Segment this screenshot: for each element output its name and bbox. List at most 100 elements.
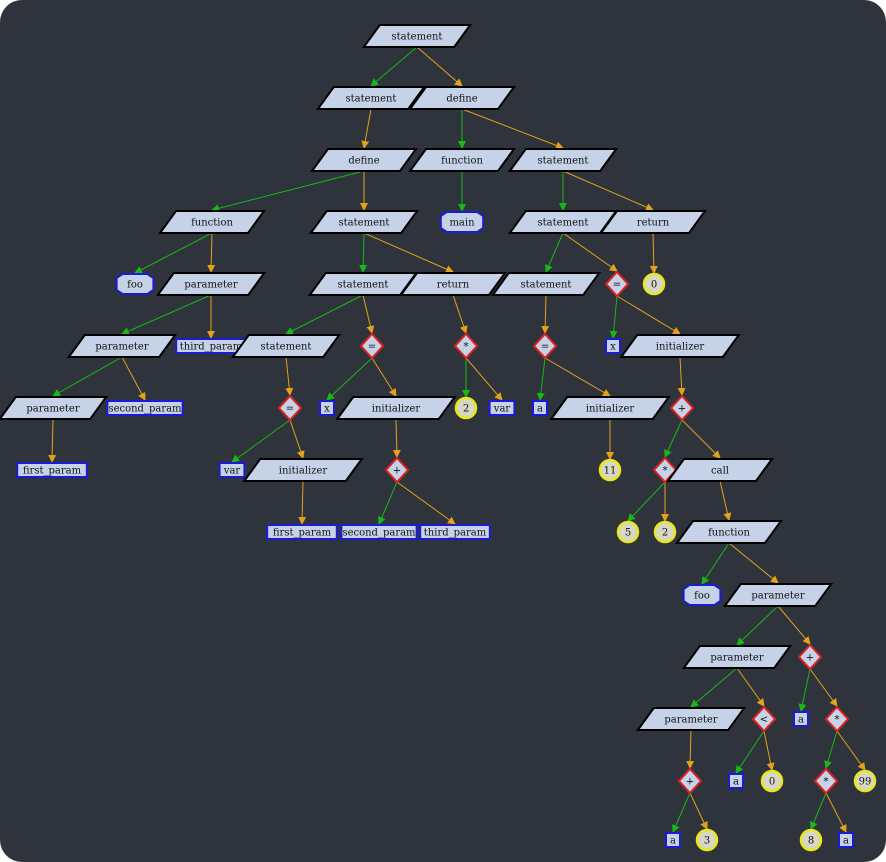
operator-node-assign: = [532, 332, 558, 360]
edge-n2-to-n3 [361, 108, 372, 149]
edge-n49-to-n51 [728, 542, 779, 584]
identifier-node-second-param: second_param [106, 400, 184, 416]
node-label: a [670, 836, 676, 847]
edge-n31-to-n39 [544, 357, 611, 397]
edge-n51-to-n52 [736, 605, 779, 646]
operator-node-plus: + [384, 456, 410, 484]
identifier-node-a: a [665, 832, 681, 848]
edge-n8-to-n15 [562, 170, 654, 211]
edge-n46-to-n49 [719, 480, 732, 521]
edge-n16-to-n24 [52, 356, 123, 397]
node-shape [158, 210, 266, 234]
node-shape [605, 338, 621, 354]
node-label: a [537, 404, 543, 415]
node-label: statement [338, 280, 389, 291]
node-label: return [637, 218, 670, 229]
node-shape [797, 643, 823, 671]
node-label: function [191, 218, 233, 229]
node-shape [106, 400, 184, 416]
node-shape [760, 769, 784, 793]
identifier-node-third-param: third_param [419, 524, 491, 540]
statement-node-define: define [408, 86, 516, 110]
identifier-node-first-param: first_param [16, 462, 88, 478]
node-label: * [824, 777, 829, 788]
identifier-node-var: var [218, 462, 246, 478]
node-shape [728, 773, 744, 789]
node-shape [308, 210, 420, 234]
node-shape [682, 584, 722, 606]
edge-n28-to-n37 [392, 418, 401, 458]
edge-n40-to-n46 [681, 419, 721, 459]
edge-n55-to-n59 [735, 730, 765, 774]
node-label: statement [521, 280, 572, 291]
node-shape [277, 394, 303, 422]
node-shape [635, 707, 747, 731]
edge-n24-to-n34 [48, 418, 57, 463]
node-label: a [733, 777, 739, 788]
edge-n13-to-n20 [452, 294, 468, 334]
node-label: parameter [184, 280, 237, 291]
statement-node-statement: statement [507, 148, 619, 172]
node-label: + [686, 777, 694, 788]
identifier-node-a: a [728, 773, 744, 789]
edge-n57-to-n61 [824, 730, 838, 769]
statement-node-statement: statement [230, 334, 342, 358]
edge-n51-to-n53 [777, 605, 811, 645]
edge-n58-to-n63 [672, 792, 691, 833]
statement-node-initializer: initializer [242, 458, 364, 482]
edge-n12-to-n19 [362, 294, 375, 334]
node-shape [230, 334, 342, 358]
operator-node-plus: + [677, 767, 703, 795]
edge-n53-to-n57 [809, 668, 838, 707]
statement-node-parameter: parameter [155, 272, 267, 296]
statement-node-statement: statement [315, 86, 427, 110]
node-label: first_param [23, 466, 82, 477]
identifier-node-a: a [838, 832, 854, 848]
node-label: 11 [604, 466, 617, 477]
statement-node-statement: statement [307, 272, 419, 296]
node-label: parameter [26, 404, 79, 415]
edge-n3-to-n5 [211, 170, 365, 213]
edge-n12-to-n18 [285, 294, 364, 335]
identifier-node-a: a [793, 711, 809, 727]
edge-n45-to-n47 [627, 481, 666, 522]
edge-n26-to-n35 [231, 419, 291, 463]
node-shape [335, 396, 457, 420]
node-label: var [493, 404, 511, 415]
node-label: 8 [808, 836, 814, 847]
node-label: function [708, 528, 750, 539]
node-shape [665, 832, 681, 848]
node-label: = [286, 404, 294, 415]
edge-n1-to-n4 [416, 46, 463, 87]
edge-n22-to-n33 [616, 295, 681, 335]
node-shape [115, 273, 155, 295]
edge-n52-to-n54 [690, 667, 738, 708]
node-shape [0, 396, 109, 420]
statement-node-statement: statement [507, 210, 619, 234]
statement-node-initializer: initializer [549, 396, 671, 420]
statement-node-function: function [675, 520, 783, 544]
edge-n61-to-n66 [825, 792, 847, 833]
node-shape [507, 148, 619, 172]
node-label: third_param [424, 528, 487, 539]
edge-n52-to-n55 [736, 667, 765, 707]
edge-n20-to-n30 [465, 357, 503, 401]
node-label: < [760, 715, 768, 726]
name-node-main: main [439, 211, 485, 233]
edge-n54-to-n58 [686, 729, 695, 769]
edge-n57-to-n62 [836, 730, 866, 771]
constant-node-2: 2 [653, 520, 677, 544]
node-shape [453, 332, 479, 360]
node-shape [604, 270, 630, 298]
edge-n14-to-n21 [545, 232, 564, 273]
constant-node-8: 8 [799, 828, 823, 852]
node-shape [155, 272, 267, 296]
statement-node-initializer: initializer [335, 396, 457, 420]
node-label: 5 [625, 528, 631, 539]
node-shape [218, 462, 246, 478]
node-shape [454, 396, 478, 420]
node-label: first_param [273, 528, 332, 539]
node-label: second_param [342, 528, 416, 539]
